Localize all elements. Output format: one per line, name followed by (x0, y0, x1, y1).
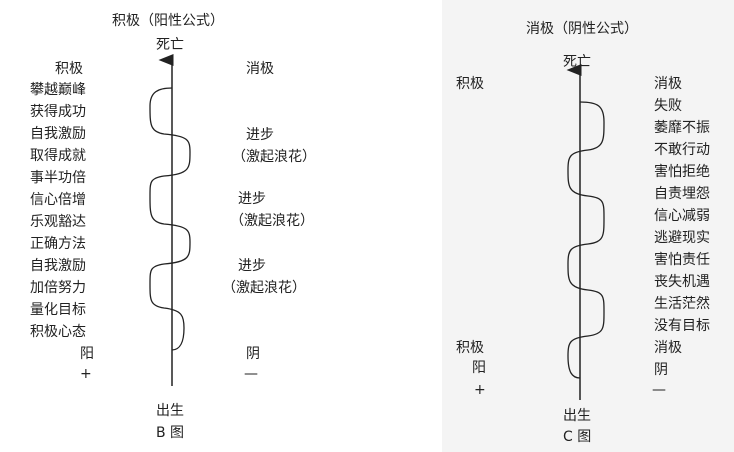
figure-c-wave (567, 101, 605, 379)
figure-b-progress-3-note: （激起浪花） (222, 280, 306, 296)
figure-c-panel: 消极（阴性公式） 死亡 积极 消极 失败 萎靡不振 不敢行动 害怕拒绝 自责埋怨… (442, 0, 734, 452)
list-item: 害怕责任 (654, 252, 710, 268)
figure-c-wave-diagram (566, 64, 605, 400)
figure-b-caption: B 图 (156, 425, 185, 441)
figure-b-progress-3: 进步 (238, 258, 266, 274)
list-item: 自责埋怨 (654, 186, 710, 202)
list-item: 失败 (654, 98, 682, 114)
list-item: 信心倍增 (30, 192, 86, 208)
list-item: 信心减弱 (654, 208, 710, 224)
figure-b-progress-2-note: （激起浪花） (230, 213, 314, 229)
figure-b-left-header: 积极 (55, 61, 83, 77)
figure-c-caption: C 图 (563, 429, 592, 445)
figure-b-wave (149, 87, 191, 351)
figure-b-yang-label: 阳 (80, 346, 94, 362)
list-item: 消极 (654, 76, 682, 92)
figure-b-panel: 积极（阳性公式） 死亡 积极 消极 攀越巅峰 获得成功 自我激励 取得成就 事半… (30, 13, 316, 441)
figure-c-bottom-label: 出生 (563, 408, 591, 424)
figure-c-right-list: 消极 失败 萎靡不振 不敢行动 害怕拒绝 自责埋怨 信心减弱 逃避现实 害怕责任… (654, 73, 710, 359)
figure-b-yang-symbol: + (80, 366, 92, 382)
figure-c-left-bottom: 积极 (456, 340, 484, 356)
list-item: 乐观豁达 (30, 214, 86, 230)
list-item: 获得成功 (30, 104, 86, 120)
list-item: 自我激励 (30, 126, 86, 142)
list-item: 丧失机遇 (654, 274, 710, 290)
list-item: 生活茫然 (654, 296, 710, 312)
figure-c-yin-label: 阴 (654, 362, 668, 378)
list-item: 不敢行动 (654, 142, 710, 158)
figure-c-left-top: 积极 (456, 76, 484, 92)
list-item: 事半功倍 (30, 170, 86, 186)
figure-b-bottom-label: 出生 (156, 403, 184, 419)
list-item: 攀越巅峰 (30, 82, 86, 98)
figure-b-progress-1: 进步 (246, 127, 274, 143)
list-item: 取得成就 (30, 148, 86, 164)
figure-b-yin-symbol: — (244, 366, 258, 382)
list-item: 逃避现实 (654, 230, 710, 246)
list-item: 加倍努力 (30, 280, 86, 296)
list-item: 萎靡不振 (654, 120, 710, 136)
figure-b-top-label: 死亡 (156, 37, 184, 53)
figure-b-wave-diagram (149, 54, 191, 386)
list-item: 消极 (654, 340, 682, 356)
list-item: 害怕拒绝 (654, 164, 710, 180)
figure-b-progress-2: 进步 (238, 191, 266, 207)
list-item: 正确方法 (30, 236, 86, 252)
figure-c-yang-symbol: + (474, 382, 486, 398)
list-item: 量化目标 (30, 302, 86, 318)
figure-c-yang-label: 阳 (472, 360, 486, 376)
figure-b-title: 积极（阳性公式） (112, 13, 224, 29)
figure-c-title: 消极（阴性公式） (526, 21, 638, 37)
figure-b-right-header: 消极 (246, 61, 274, 77)
figure-b-progress-1-note: （激起浪花） (232, 149, 316, 165)
figure-c-yin-symbol: — (652, 382, 666, 398)
list-item: 积极心态 (30, 324, 86, 340)
figure-b-yin-label: 阴 (246, 346, 260, 362)
list-item: 自我激励 (30, 258, 86, 274)
figure-b-left-list: 攀越巅峰 获得成功 自我激励 取得成就 事半功倍 信心倍增 乐观豁达 正确方法 … (30, 79, 86, 343)
list-item: 没有目标 (654, 318, 710, 334)
